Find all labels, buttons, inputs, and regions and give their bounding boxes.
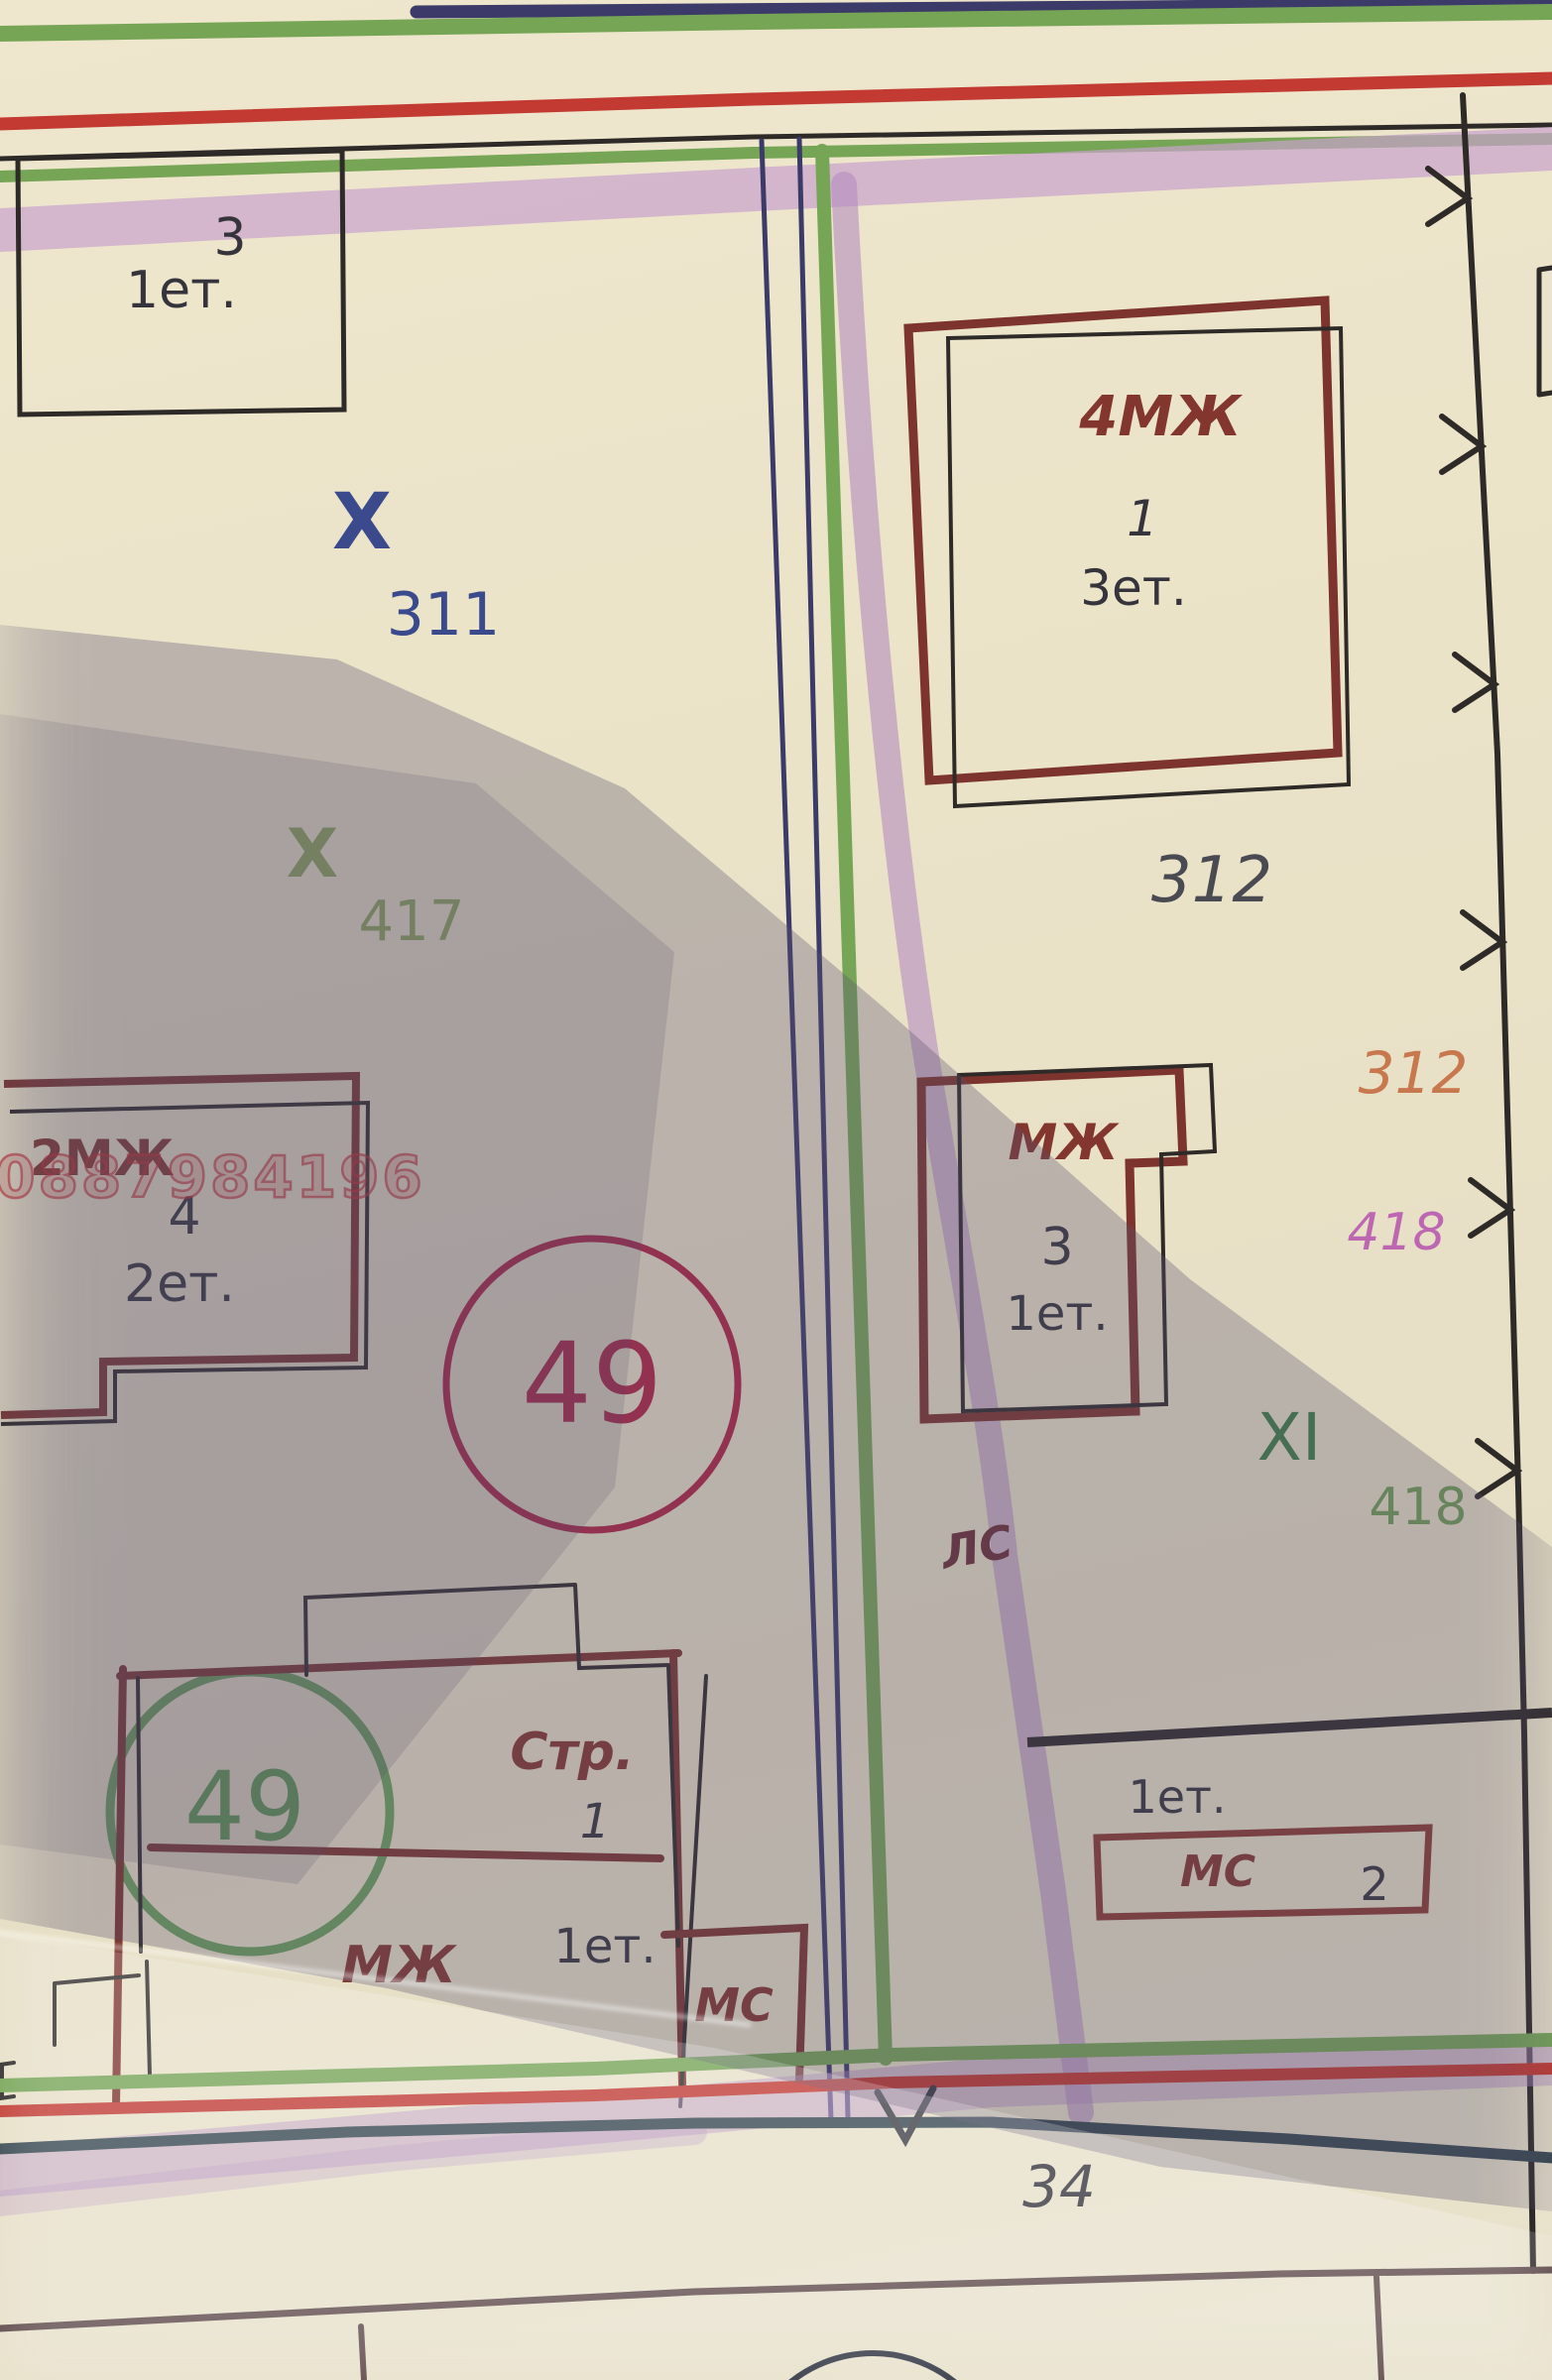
building-4mj-outline xyxy=(903,296,1352,809)
bld2mj-name: 2МЖ xyxy=(30,1130,175,1187)
ms2-box xyxy=(1093,1824,1433,1921)
plot417-number: 417 xyxy=(358,890,465,954)
plot311-mark: X xyxy=(331,478,393,567)
bldmj-floors: 1ет. xyxy=(1006,1286,1109,1342)
green-bottom-line xyxy=(0,2033,1552,2092)
bldms-bottom-name: МС xyxy=(694,1978,774,2032)
boundary-tick xyxy=(1425,166,1474,227)
bldmj-bottom-floors: 1ет. xyxy=(553,1919,657,1974)
bottom-circle-arc xyxy=(788,2350,957,2380)
bldmj-bottom-name: МЖ xyxy=(341,1936,456,1995)
bldmj-name: МЖ xyxy=(1008,1114,1119,1171)
purple-road-line xyxy=(831,172,1094,2125)
bldstr-name: Стр. xyxy=(510,1723,635,1782)
plot418-roman: XI xyxy=(1256,1399,1322,1476)
boundary-tick xyxy=(1468,1177,1516,1239)
plot311-number: 311 xyxy=(386,580,501,650)
building-mj-outline xyxy=(916,1062,1218,1424)
ms-box-bottom xyxy=(660,1923,809,2083)
boundary-tick xyxy=(1460,909,1508,971)
bld4mj-name: 4МЖ xyxy=(1079,385,1242,449)
plot49-green-number: 49 xyxy=(183,1751,306,1862)
edge-parcel-fragment xyxy=(1536,265,1552,398)
parcel3-outline xyxy=(15,148,347,417)
boundary-tick xyxy=(1475,1438,1523,1499)
teal-bottom-line xyxy=(0,2116,1552,2164)
building-str-outlines xyxy=(0,1583,809,2108)
central-lines xyxy=(759,136,1094,2125)
boundary-tick xyxy=(1439,414,1488,475)
bld2mj-floors: 2ет. xyxy=(124,1254,235,1314)
navy-cadastre-line-1 xyxy=(759,138,834,2123)
plot417-mark: X xyxy=(286,815,339,893)
watermark-phone: 0887984196 xyxy=(0,1143,425,1211)
bottom-parcel-lines xyxy=(0,2266,1552,2380)
plot312-orange-number: 312 xyxy=(1358,1039,1469,1107)
road-label: ЛС xyxy=(936,1514,1017,1580)
strip-floors: 1ет. xyxy=(1128,1770,1227,1824)
plot418-green-number: 418 xyxy=(1369,1478,1468,1537)
bottom-street-lines xyxy=(0,2033,1552,2216)
black-strip-boundary xyxy=(1026,1708,1552,1747)
building-2mj-outline xyxy=(0,1071,371,1426)
plot418-pink-number: 418 xyxy=(1347,1203,1446,1262)
green-regulation-vertical xyxy=(815,144,893,2066)
red-bottom-line xyxy=(0,2063,1552,2117)
parcel3-number: 3 xyxy=(213,208,247,268)
red-regulation-line xyxy=(0,71,1552,131)
green-top-line xyxy=(0,4,1552,42)
bld2mj-number: 4 xyxy=(168,1187,201,1247)
bldstr-number: 1 xyxy=(579,1794,611,1849)
bottom-right-strip xyxy=(1026,1708,1552,1921)
strip-ms-name: МС xyxy=(1179,1846,1256,1897)
boundary-tick xyxy=(1452,652,1500,713)
right-boundary xyxy=(1425,92,1552,2274)
navy-top-line xyxy=(410,0,1552,19)
down-arrowhead xyxy=(874,2084,937,2148)
top-border-lines xyxy=(0,0,1552,252)
bld4mj-number: 1 xyxy=(1127,490,1158,547)
purple-street-band-top xyxy=(0,127,1552,252)
plot49-red-number: 49 xyxy=(521,1320,663,1449)
parcel3-floors: 1ет. xyxy=(126,261,237,320)
navy-cadastre-line-2 xyxy=(796,136,851,2121)
bld4mj-floors: 3ет. xyxy=(1080,559,1187,617)
plot34-number: 34 xyxy=(1022,2153,1096,2220)
plot312-number: 312 xyxy=(1150,844,1273,917)
strip-number: 2 xyxy=(1360,1857,1389,1911)
bldmj-number: 3 xyxy=(1040,1218,1074,1277)
plot-49-red-circle xyxy=(442,1235,742,1534)
